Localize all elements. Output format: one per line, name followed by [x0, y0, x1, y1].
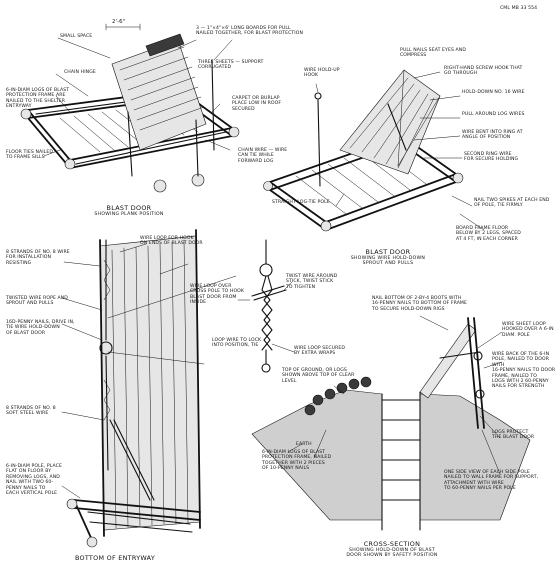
label-top-of-ground: TOP OF GROUND, OR LOGS SHOWN ABOVE TOP O…: [282, 368, 355, 384]
label-chain-hinge: CHAIN HINGE: [64, 70, 96, 75]
label-wire-bent-ring: WIRE BENT INTO RING AT ANGLE OF POSITION: [462, 130, 523, 141]
label-wire-hold-hook: WIRE HOLD-UP HOOK: [304, 68, 340, 79]
caption-blast-door-plank: BLAST DOOR SHOWING PLANK POSITION: [74, 198, 184, 224]
blast-door-wire-view: [263, 69, 485, 232]
label-small-space: SMALL SPACE: [60, 34, 93, 39]
caption-blast-door-wire: BLAST DOOR SHOWING WIRE HOLD-DOWN SPROUT…: [328, 242, 448, 274]
label-second-ring: SECOND RING WIRE FOR SECURE HOLDING: [464, 152, 519, 163]
blast-door-plank-view: [20, 23, 240, 193]
label-sixteen-penny: 16D-PENNY NAILS, DRIVE IN, TIE WIRE HOLD…: [6, 320, 75, 336]
dimension-top: 2'-6": [112, 19, 126, 25]
label-twist-wire-toggle: TWIST WIRE AROUND STICK, TWIST STICK TO …: [286, 274, 338, 290]
label-pull-around-log: PULL AROUND LOG WIRES: [462, 112, 525, 117]
label-wire-loop-over: WIRE LOOP OVER CROSS POLE TO HOOK BLAST …: [190, 284, 244, 306]
caption-cross-section-title: CROSS-SECTION: [363, 540, 421, 548]
corner-code: CML MB 33 554: [500, 6, 538, 11]
label-wire-sheet-loop: WIRE SHEET LOOP HOOKED OVER A 6-IN DIAM.…: [502, 322, 554, 338]
label-wire-back: WIRE BACK OF THE 6-IN POLE, NAILED TO DO…: [492, 352, 556, 390]
caption-bottom-entryway-title: BOTTOM OF ENTRYWAY: [74, 554, 156, 562]
label-nail-bottom: NAIL BOTTOM OF 2-BY-4 BOOTS WITH 16-PENN…: [372, 296, 467, 312]
label-wire-loop-secured: WIRE LOOP SECURED BY EXTRA WRAPS: [294, 346, 346, 357]
label-earth: EARTH: [296, 442, 312, 447]
label-floor-ties: FLOOR TIES NAILED TO FRAME SILLS: [6, 150, 53, 161]
label-six-inch-logs: 6-IN-DIAM LOGS OF BLAST PROTECTION FRAME…: [6, 88, 70, 110]
label-three-sheets: THREE SHEETS — SUPPORT CORRUGATED: [198, 60, 264, 71]
label-carpet-roof: CARPET OR BURLAP PLACE LOW IN ROOF SECUR…: [232, 96, 282, 112]
label-right-screw: RIGHT-HAND SCREW HOOK THAT GO THROUGH: [444, 66, 523, 77]
caption-cross-section: CROSS-SECTION SHOWING HOLD-DOWN OF BLAST…: [322, 534, 462, 566]
label-one-side-view: ONE SIDE VIEW OF EACH SIDE POLE NAILED T…: [444, 470, 539, 492]
label-pull-nails: PULL NAILS SEAT EYES AND COMPRESS: [400, 48, 466, 59]
label-hold-down-wire: HOLD-DOWN NO. 16 WIRE: [462, 90, 525, 95]
caption-blast-door-plank-title: BLAST DOOR: [106, 204, 152, 212]
caption-bottom-entryway: BOTTOM OF ENTRYWAY: [60, 548, 170, 562]
label-straight-log-pole: STRAIGHT LOG-TIE POLE: [272, 200, 330, 205]
caption-blast-door-wire-title: BLAST DOOR: [365, 248, 411, 256]
wire-hook-detail: [237, 239, 295, 373]
entryway-bottom-view: [61, 229, 237, 548]
label-twisted-wire: TWISTED WIRE ROPE AND SPROUT AND PULLS: [6, 296, 68, 307]
cross-section-view: [251, 315, 531, 531]
label-nail-planks: 3 — 1"×4"×6' LONG BOARDS FOR PULL NAILED…: [196, 26, 304, 37]
label-chain-wire: CHAIN WIRE — WIRE CAN TIE WHILE FORWARD …: [238, 148, 288, 164]
caption-cross-section-subtitle: SHOWING HOLD-DOWN OF BLAST DOOR SHOWN BY…: [346, 548, 438, 559]
label-nail-two-spikes: NAIL TWO SPIKES AT EACH END OF POLE, TIE…: [474, 198, 550, 209]
label-board-frame-below: BOARD FRAME FLOOR BELOW BY 2 LEGS, SPACE…: [456, 226, 521, 242]
label-loop-lock: LOOP WIRE TO LOCK INTO POSITION, TIE: [212, 338, 262, 349]
caption-blast-door-wire-subtitle: SHOWING WIRE HOLD-DOWN SPROUT AND PULLS: [350, 256, 426, 267]
label-six-inch-logs-section: 6-IN-DIAM LOGS OF BLAST PROTECTION FRAME…: [262, 450, 332, 472]
caption-blast-door-plank-subtitle: SHOWING PLANK POSITION: [94, 212, 164, 217]
label-strands-wire: 8 STRANDS OF NO. 8 WIRE FOR INSTALLATION…: [6, 250, 70, 266]
label-logs-protect: LOGS PROTECT THE BLAST DOOR: [492, 430, 535, 441]
label-six-inch-pole: 6-IN-DIAM POLE, PLACE FLAT ON FLOOR BY R…: [6, 464, 62, 497]
label-eight-strands-sprout: 8 STRANDS OF NO. 8 SOFT STEEL WIRE: [6, 406, 56, 417]
label-wire-loop-hook: WIRE LOOP FOR HOOK ON ENDS OF BLAST DOOR: [140, 236, 203, 247]
